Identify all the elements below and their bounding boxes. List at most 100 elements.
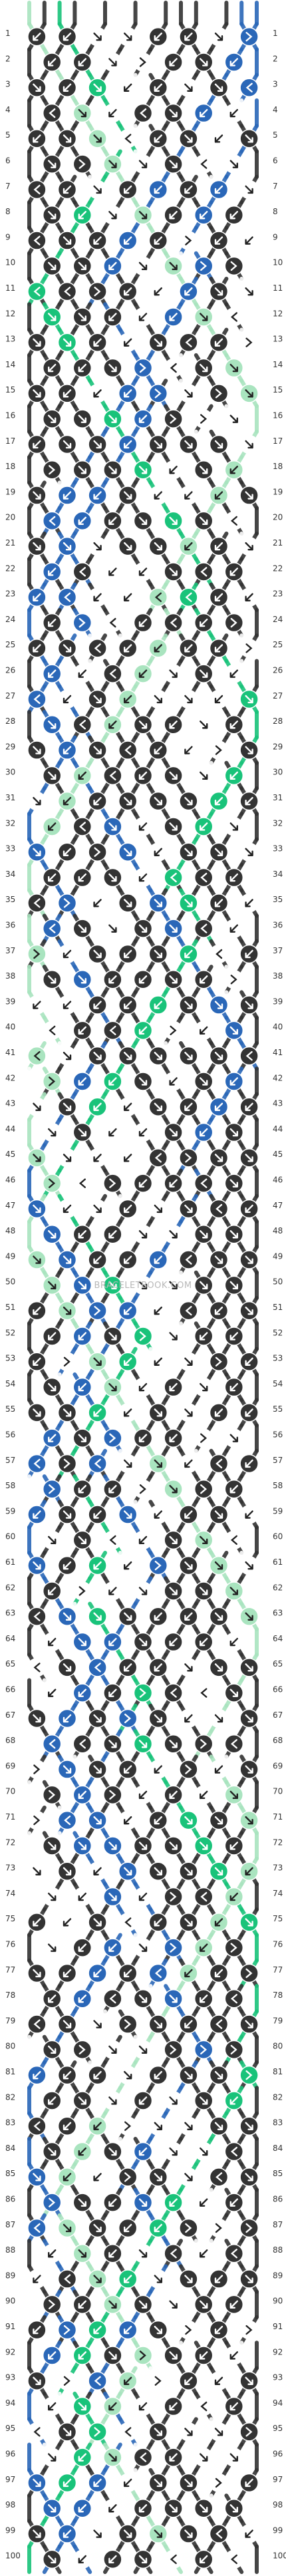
knot-arrow-icon: [63, 746, 72, 754]
knot-arrow-icon: [169, 721, 178, 729]
knot-arrow-icon: [245, 1306, 253, 1315]
knot-arrow-icon: [78, 2300, 86, 2309]
knot-arrow-icon: [124, 1713, 132, 1724]
knot-arrow-icon: [185, 1255, 192, 1265]
knot-arrow-icon: [200, 618, 208, 627]
knot-arrow-icon: [124, 2172, 132, 2182]
row-number: 25: [273, 640, 283, 649]
knot-arrow-icon: [93, 440, 102, 449]
knot-arrow-icon: [108, 1842, 117, 1850]
knot-arrow-icon: [63, 1255, 72, 1264]
row-number: 37: [273, 946, 283, 955]
knot: [194, 154, 214, 174]
knot-arrow-icon: [49, 1076, 56, 1086]
knot-arrow-icon: [93, 949, 102, 959]
row-number: 89: [5, 2271, 15, 2280]
knot-arrow-icon: [214, 1612, 223, 1621]
row-number: 75: [5, 1914, 15, 1923]
knot-arrow-icon: [184, 440, 193, 449]
knot-arrow-icon: [48, 363, 57, 373]
knot-arrow-icon: [185, 1764, 192, 1774]
knot-arrow-icon: [109, 1178, 116, 1188]
knot-arrow-icon: [33, 1815, 41, 1826]
knot-arrow-icon: [154, 440, 162, 449]
knot-arrow-icon: [184, 1969, 193, 1978]
knot-arrow-icon: [154, 746, 162, 754]
knot-arrow-icon: [33, 949, 41, 959]
knot-arrow-icon: [93, 1765, 102, 1774]
row-number: 95: [273, 2424, 283, 2433]
row-number: 27: [5, 691, 15, 701]
knot-arrow-icon: [78, 58, 86, 67]
knot-arrow-icon: [154, 236, 162, 245]
knot-arrow-icon: [245, 2325, 253, 2335]
row-number: 86: [273, 2195, 283, 2204]
knot-arrow-icon: [63, 1612, 72, 1621]
row-number: 9: [5, 232, 11, 242]
knot-arrow-icon: [140, 108, 147, 118]
knot-arrow-icon: [245, 1204, 253, 1213]
knot-arrow-icon: [184, 542, 193, 551]
knot-arrow-icon: [33, 83, 41, 92]
knot: [209, 384, 229, 403]
knot-arrow-icon: [33, 2121, 41, 2131]
knot-arrow-icon: [124, 185, 132, 194]
row-number: 57: [273, 1456, 283, 1465]
row-number: 33: [5, 844, 15, 854]
knot-arrow-icon: [169, 1128, 178, 1137]
knot-arrow-icon: [138, 975, 148, 984]
knot-arrow-icon: [230, 2044, 237, 2055]
row-number: 59: [5, 1506, 15, 1516]
knot-arrow-icon: [93, 1714, 102, 1723]
knot: [179, 333, 198, 352]
knot: [224, 256, 244, 276]
knot-arrow-icon: [200, 721, 208, 729]
knot-arrow-icon: [93, 796, 102, 806]
row-number: 12: [273, 309, 283, 318]
knot: [209, 1454, 229, 1474]
row-number: 83: [5, 2118, 15, 2128]
knot-arrow-icon: [48, 822, 57, 831]
knot: [42, 1480, 62, 1499]
knot: [224, 1989, 244, 2009]
knot-arrow-icon: [33, 746, 41, 754]
row-number: 23: [273, 589, 283, 599]
knot-arrow-icon: [169, 669, 178, 678]
knot-arrow-icon: [169, 1281, 178, 1290]
knot: [224, 1530, 244, 1550]
knot-arrow-icon: [245, 1714, 253, 1723]
knot-arrow-icon: [108, 108, 117, 118]
knot: [72, 154, 92, 174]
knot-arrow-icon: [200, 159, 208, 169]
row-number: 36: [5, 921, 15, 930]
knot-arrow-icon: [200, 516, 208, 526]
knot-arrow-icon: [48, 1434, 57, 1442]
knot-arrow-icon: [78, 771, 86, 780]
row-number: 10: [273, 258, 283, 267]
row-number: 2: [5, 54, 11, 63]
row-number: 66: [5, 1685, 15, 1694]
knot: [57, 2320, 77, 2340]
knot-arrow-icon: [200, 2401, 208, 2412]
knot-arrow-icon: [214, 2122, 223, 2130]
knot-arrow-icon: [169, 1535, 178, 1545]
row-number: 77: [273, 1965, 283, 1975]
knot-arrow-icon: [93, 1154, 102, 1162]
knot: [88, 1658, 107, 1677]
knot-arrow-icon: [63, 2020, 72, 2028]
knot: [224, 2040, 244, 2060]
knot-arrow-icon: [154, 1816, 162, 1825]
knot-arrow-icon: [48, 1995, 57, 2003]
knot-arrow-icon: [93, 1001, 102, 1009]
knot: [88, 1301, 107, 1321]
knot: [164, 1938, 183, 1957]
knot-arrow-icon: [108, 1128, 117, 1137]
knot-arrow-icon: [33, 1663, 41, 1673]
knot-arrow-icon: [63, 644, 72, 653]
knot-arrow-icon: [200, 2198, 208, 2207]
row-number: 63: [273, 1609, 283, 1618]
knot-arrow-icon: [215, 1204, 223, 1214]
knot-arrow-icon: [78, 2453, 86, 2462]
knot-arrow-icon: [169, 2504, 178, 2513]
row-number: 15: [5, 385, 15, 395]
